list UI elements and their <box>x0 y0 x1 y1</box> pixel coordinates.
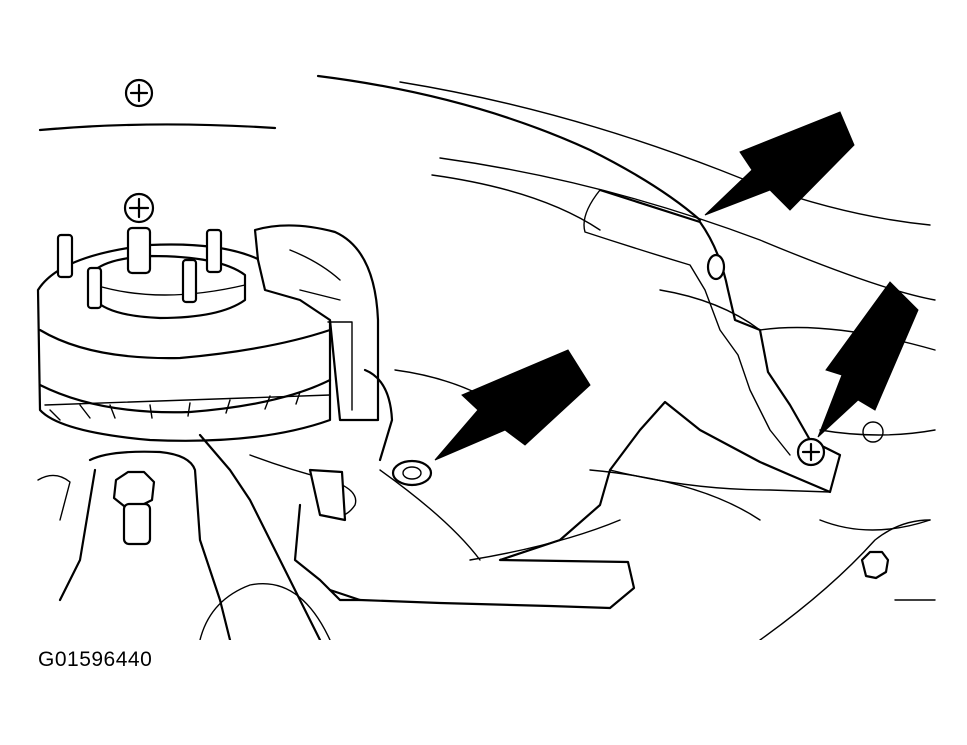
clip-hole-icon <box>706 253 726 281</box>
wheel-stud <box>205 228 223 274</box>
callout-arrow-icon <box>434 349 591 461</box>
callout-arrow-icon <box>817 281 919 438</box>
wheel-stud <box>181 258 198 304</box>
hub-rotor-assembly <box>36 224 394 640</box>
screw-head-icon <box>124 78 154 108</box>
wheel-stud <box>86 266 103 310</box>
bolt-head-icon <box>860 550 890 580</box>
body-panel-contours <box>38 74 936 640</box>
bolt-head-icon <box>112 470 156 546</box>
clip-hole-icon <box>862 421 884 443</box>
screw-head-icon <box>123 192 155 224</box>
callout-arrow-icon <box>704 111 855 216</box>
center-stud <box>126 226 152 275</box>
screw-head-icon <box>796 437 826 467</box>
splash-shield-diagram <box>36 74 936 640</box>
clip-hole-icon <box>391 459 433 487</box>
wire-harness <box>249 454 362 602</box>
figure-code: G01596440 <box>38 648 153 671</box>
wheel-stud <box>56 233 74 279</box>
splash-shield <box>328 188 842 610</box>
